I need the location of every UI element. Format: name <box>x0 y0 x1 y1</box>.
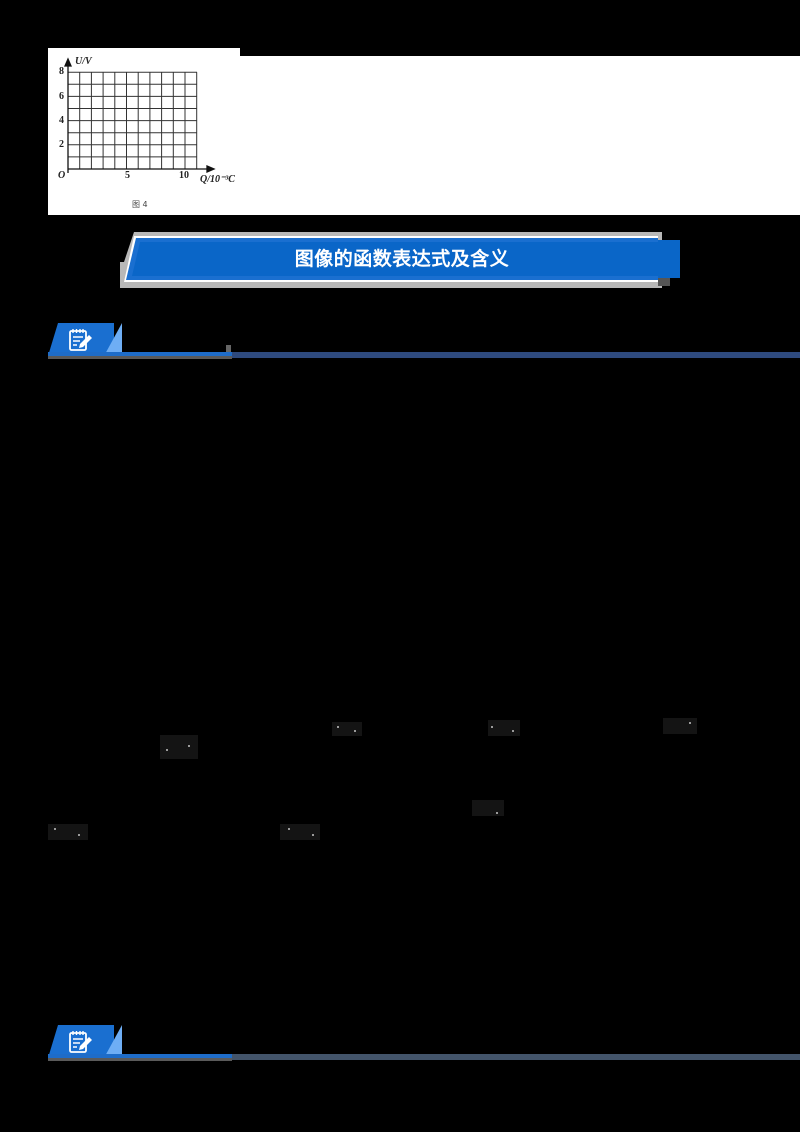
x-axis-label: Q/10⁻³C <box>200 174 235 185</box>
figure-caption: 图 4 <box>132 200 148 209</box>
banner-tab-shadow <box>658 278 670 286</box>
section-header-2 <box>48 1025 800 1065</box>
formula-fragment <box>280 824 320 840</box>
section-rule <box>228 352 800 358</box>
formula-fragment <box>48 824 88 840</box>
notepad-pencil-icon <box>69 329 92 351</box>
formula-fragment <box>472 800 504 816</box>
y-tick-4: 4 <box>59 115 64 126</box>
x-tick-10: 10 <box>179 170 189 181</box>
formula-fragment <box>160 735 198 759</box>
y-tick-6: 6 <box>59 91 64 102</box>
graph-grid <box>64 57 216 173</box>
section-underline <box>48 352 232 356</box>
uq-graph: U/V 8 6 4 2 O 5 10 Q/10⁻³C 图 4 <box>48 48 240 215</box>
section-underline-shadow <box>48 356 232 359</box>
banner-tab <box>658 240 680 278</box>
section-header-1 <box>48 323 800 363</box>
section-underline-shadow <box>48 1058 232 1061</box>
formula-fragment <box>488 720 520 736</box>
origin-label: O <box>58 170 66 181</box>
figure-panel-extension <box>240 56 800 215</box>
formula-fragment <box>332 722 362 736</box>
y-tick-2: 2 <box>59 139 64 150</box>
y-tick-8: 8 <box>59 66 64 77</box>
section-underline <box>48 1054 232 1058</box>
banner-fill <box>132 242 660 276</box>
banner-title: 图像的函数表达式及含义 <box>294 248 510 270</box>
notepad-pencil-icon <box>69 1031 92 1053</box>
section-rule <box>228 1054 800 1060</box>
x-tick-5: 5 <box>125 170 130 181</box>
y-axis-label: U/V <box>75 56 92 67</box>
section-underline-end <box>226 345 231 352</box>
formula-fragment <box>663 718 697 734</box>
section-title-banner: 图像的函数表达式及含义 <box>120 232 682 290</box>
